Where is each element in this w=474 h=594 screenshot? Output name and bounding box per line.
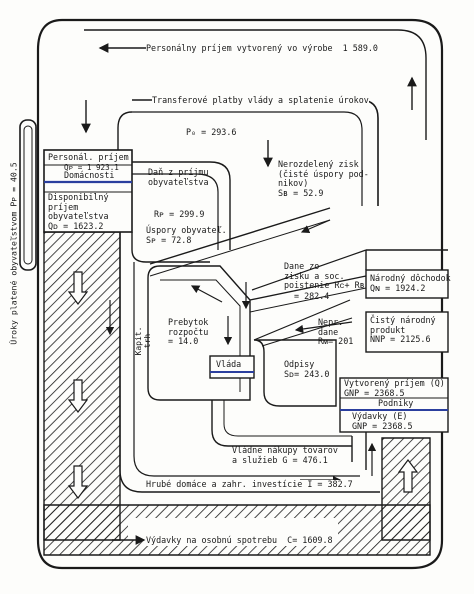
outer-income-loop [36, 18, 444, 570]
label-income-tax: Daň z príjmu obyvateľstva [148, 167, 209, 187]
label-disposable-income: Disponibilný príjem obyvateľstva Qᴅ = 16… [48, 192, 109, 231]
label-depreciation: Odpisy Sᴅ= 243.0 [284, 359, 330, 379]
label-households-block-title: Personál. príjem [48, 152, 129, 162]
households-box [43, 149, 133, 233]
label-gross-investment: Hrubé domáce a zahr. investície I = 382.… [146, 479, 353, 490]
label-indirect-taxes: Nepr. dane Rᴍ= 201 [318, 317, 354, 347]
label-personal-income-produced: Personálny príjem vytvorený vo výrobe 1 … [146, 43, 378, 54]
label-consumption-expenditure: Výdavky na osobnú spotrebu C= 1609.8 [146, 535, 333, 546]
label-national-income: Národný dôchodok Qɴ = 1924.2 [370, 273, 451, 293]
label-undistributed-profit: Nerozdelený zisk (čisté úspory pod- niko… [278, 159, 369, 198]
national-income-box [365, 269, 449, 299]
label-transfer-value: P₀ = 293.6 [186, 127, 237, 137]
label-household-savings: Úspory obyvateľ. Sᴘ = 72.8 [146, 225, 227, 245]
label-output-created: Vytvorený príjem (Q) GNP = 2368.5 [344, 378, 445, 398]
label-interest-paid-by-households: Úroky platené obyvateľstvom Pᴘ = 40.5 [8, 162, 19, 345]
label-expenditures: Výdavky (E) GNP = 2368.5 [352, 411, 413, 431]
label-firms: Podniky [378, 398, 414, 408]
label-households-block-value: Qᴘ = 1 923.1 [64, 163, 119, 172]
depreciation-block [253, 339, 337, 407]
label-capital-market: Kapit. trh [134, 326, 152, 356]
label-income-tax-value: Rᴘ = 299.9 [154, 209, 205, 219]
label-government: Vláda [216, 359, 242, 369]
label-budget-surplus: Prebytok rozpočtu = 14.0 [168, 317, 209, 347]
label-transfer-payments: Transferové platby vlády a splatenie úro… [152, 95, 369, 106]
label-corporate-taxes-value: = 282.4 [294, 291, 330, 301]
label-households-block-name: Domácnosti [64, 170, 115, 180]
output-firms-box [339, 377, 449, 433]
nnp-box [365, 311, 449, 353]
label-government-purchases: Vládne nákupy tovarov a služieb G = 476.… [232, 445, 338, 465]
label-corporate-taxes: Dane zo zisku a soc. poistenie Rᴄ+ Rʙ [284, 261, 365, 291]
label-net-national-product: Čistý národný produkt NNP = 2125.6 [370, 315, 436, 345]
